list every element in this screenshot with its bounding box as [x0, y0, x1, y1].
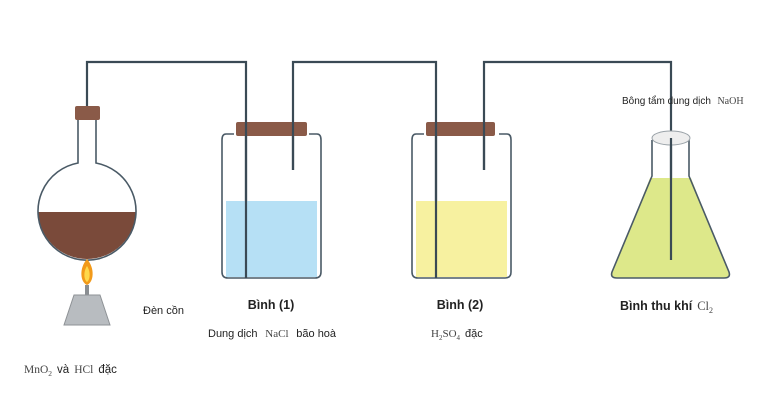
lamp-body — [63, 294, 111, 326]
lamp-wick — [85, 285, 89, 295]
bottle-1-title: Bình (1) — [248, 298, 295, 312]
bottle-1 — [221, 122, 322, 279]
bottle-1-stopper — [236, 122, 307, 136]
connecting-tubes — [85, 60, 673, 278]
flame-core — [84, 266, 90, 282]
bottle-2-stopper — [426, 122, 495, 136]
flask-stopper — [75, 106, 100, 120]
round-bottom-flask — [37, 106, 137, 261]
nacl-solution — [226, 201, 317, 277]
alcohol-lamp — [63, 259, 111, 326]
h2so4-solution — [416, 201, 507, 277]
collector-glass — [610, 140, 731, 279]
bottle-1-description: Dung dịch NaCl bão hoà — [208, 328, 337, 340]
alcohol-lamp-label: Đèn cồn — [143, 305, 184, 317]
collecting-flask — [610, 130, 731, 279]
bottle-2 — [411, 122, 512, 279]
bottle-2-glass — [411, 133, 512, 279]
cotton-label: Bông tẩm dung dịch NaOH — [622, 95, 744, 107]
bottle-2-title: Bình (2) — [437, 298, 484, 312]
bottle-1-glass — [221, 133, 322, 279]
